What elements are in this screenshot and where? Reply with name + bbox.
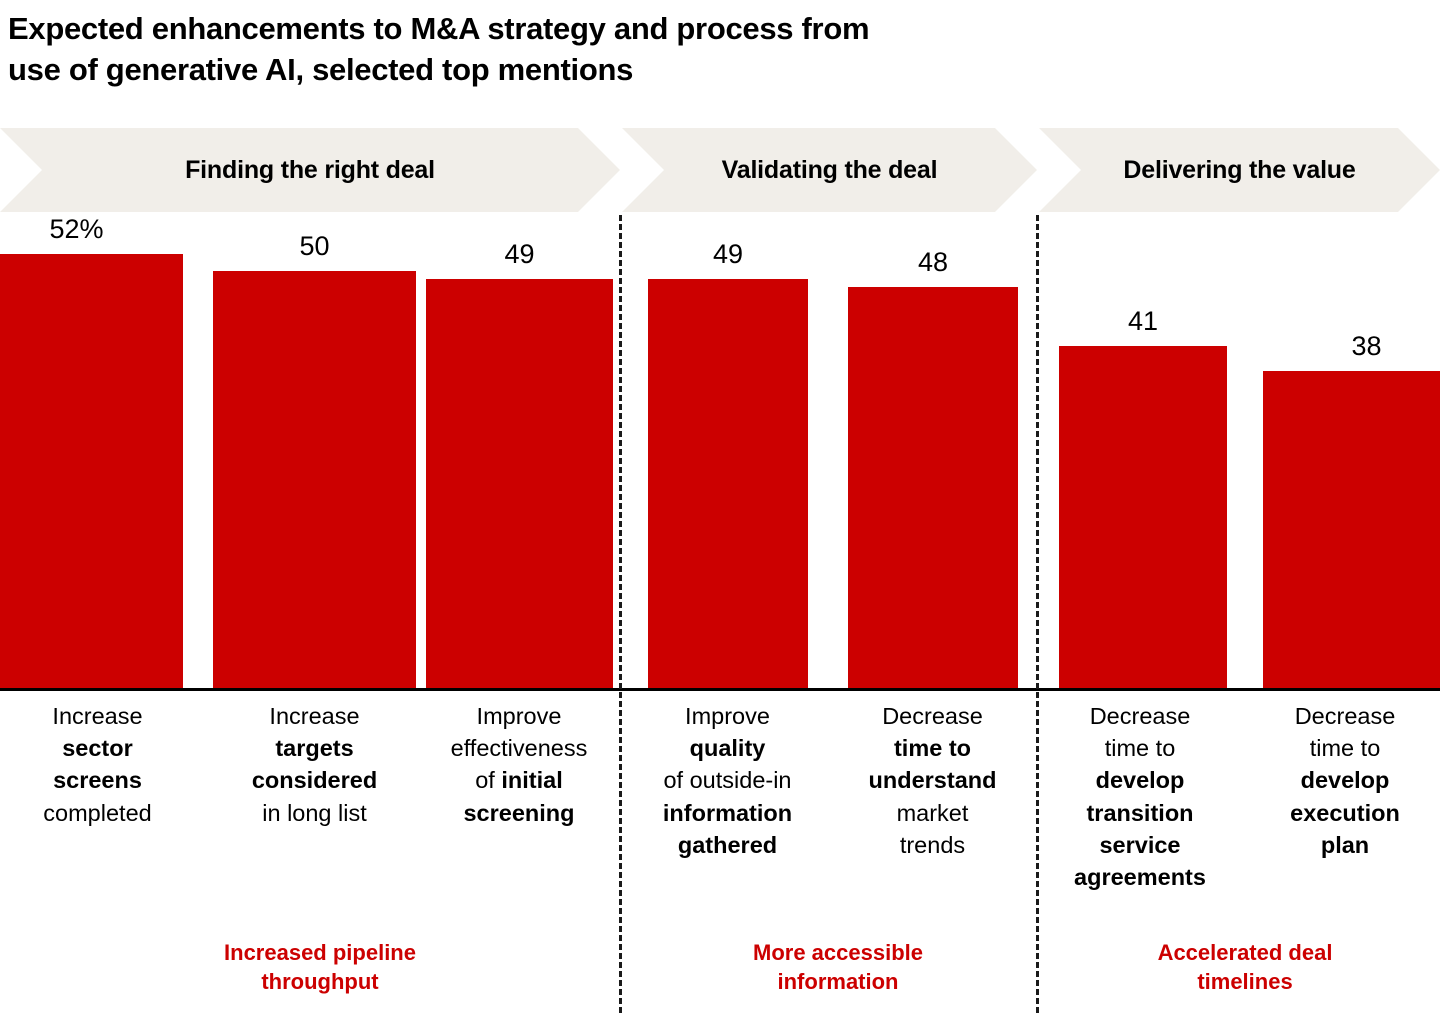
category-label-line: understand bbox=[868, 767, 997, 794]
category-label-line: gathered bbox=[677, 831, 778, 858]
category-label-line: execution bbox=[1290, 799, 1400, 826]
stage-banner: Finding the right deal Validating the de… bbox=[0, 128, 1440, 212]
category-label-6: Decrease time to develop transition service a… bbox=[1040, 700, 1240, 893]
stage-chevron-finding: Finding the right deal bbox=[0, 128, 620, 212]
category-label-line: market bbox=[896, 799, 969, 826]
category-label-line: service bbox=[1099, 831, 1181, 858]
category-label-line: sector bbox=[62, 735, 133, 762]
category-label-3: Improve effectiveness of initial screening bbox=[424, 700, 614, 829]
category-label-line: Increase bbox=[52, 703, 143, 729]
bar-4[interactable] bbox=[648, 279, 808, 690]
category-label-line: Decrease bbox=[1089, 703, 1191, 729]
category-label-line: of initial bbox=[475, 767, 563, 794]
category-label-line: Improve bbox=[685, 703, 770, 729]
category-label-line: transition bbox=[1086, 799, 1194, 826]
category-label-line: Increase bbox=[269, 703, 360, 729]
bar-value-5: 48 bbox=[917, 247, 949, 278]
group-separator-2 bbox=[1036, 215, 1039, 1013]
title-line-2: use of generative AI, selected top menti… bbox=[8, 52, 634, 88]
bar-value-1: 52% bbox=[49, 213, 104, 244]
bar-6[interactable] bbox=[1059, 346, 1227, 690]
category-label-area: Increase sector screens completed Increase ta… bbox=[0, 700, 1440, 930]
bar-value-2: 50 bbox=[299, 230, 330, 261]
bar-value-4: 49 bbox=[712, 239, 744, 270]
bar-value-7: 38 bbox=[1351, 331, 1382, 362]
outcome-caption-area: Increased pipeline throughput More access… bbox=[0, 938, 1440, 1013]
bar-7[interactable] bbox=[1263, 371, 1440, 690]
category-label-line: Decrease bbox=[882, 703, 983, 729]
bar-5[interactable] bbox=[848, 287, 1018, 690]
category-label-line: develop bbox=[1095, 767, 1185, 794]
stage-label-validating: Validating the deal bbox=[721, 155, 938, 184]
category-label-line: in long list bbox=[262, 799, 367, 826]
bar-2[interactable] bbox=[213, 270, 416, 690]
bar-plot-area: 52% 50 49 49 48 41 38 bbox=[0, 212, 1440, 690]
category-label-1: Increase sector screens completed bbox=[0, 700, 205, 829]
stage-label-delivering: Delivering the value bbox=[1123, 155, 1356, 184]
category-label-line: information bbox=[662, 799, 793, 826]
outcome-caption-3: Accelerated deal timelines bbox=[1157, 940, 1333, 995]
category-label-line: quality bbox=[689, 735, 766, 762]
category-label-line: Decrease bbox=[1294, 703, 1396, 729]
category-label-line: trends bbox=[899, 831, 966, 858]
category-label-line: develop bbox=[1300, 767, 1390, 794]
bar-value-3: 49 bbox=[504, 239, 535, 270]
outcome-caption-1: Increased pipeline throughput bbox=[224, 940, 416, 995]
category-label-line: of outside-in bbox=[663, 767, 792, 794]
category-label-line: time to bbox=[1104, 735, 1176, 762]
category-label-line: completed bbox=[43, 799, 152, 826]
category-label-line: agreements bbox=[1074, 863, 1206, 890]
category-label-line: considered bbox=[251, 767, 378, 794]
category-label-line: time to bbox=[1309, 735, 1381, 762]
stage-label-finding: Finding the right deal bbox=[185, 155, 435, 184]
category-label-line: time to bbox=[893, 735, 972, 762]
category-label-line: Improve bbox=[476, 703, 562, 729]
category-label-5: Decrease time to understand market trends bbox=[840, 700, 1025, 861]
bar-1[interactable] bbox=[0, 253, 183, 690]
category-label-line: plan bbox=[1320, 831, 1370, 858]
category-label-line: effectiveness bbox=[450, 735, 588, 762]
bar-value-6: 41 bbox=[1127, 306, 1159, 337]
page-title: Expected enhancements to M&A strategy an… bbox=[8, 8, 1308, 90]
group-separator-1 bbox=[619, 215, 622, 1013]
category-label-line: screens bbox=[53, 767, 142, 794]
stage-chevron-delivering: Delivering the value bbox=[1039, 128, 1440, 212]
title-line-1: Expected enhancements to M&A strategy an… bbox=[8, 11, 870, 46]
stage-chevron-validating: Validating the deal bbox=[622, 128, 1037, 212]
outcome-caption-2: More accessible information bbox=[753, 940, 923, 995]
category-label-4: Improve quality of outside-in information ga… bbox=[630, 700, 825, 861]
x-axis-baseline bbox=[0, 688, 1440, 691]
category-label-line: targets bbox=[275, 735, 354, 762]
category-label-7: Decrease time to develop execution plan bbox=[1250, 700, 1440, 861]
category-label-2: Increase targets considered in long list bbox=[212, 700, 417, 829]
category-label-line: screening bbox=[463, 799, 575, 826]
bar-3[interactable] bbox=[426, 279, 613, 690]
